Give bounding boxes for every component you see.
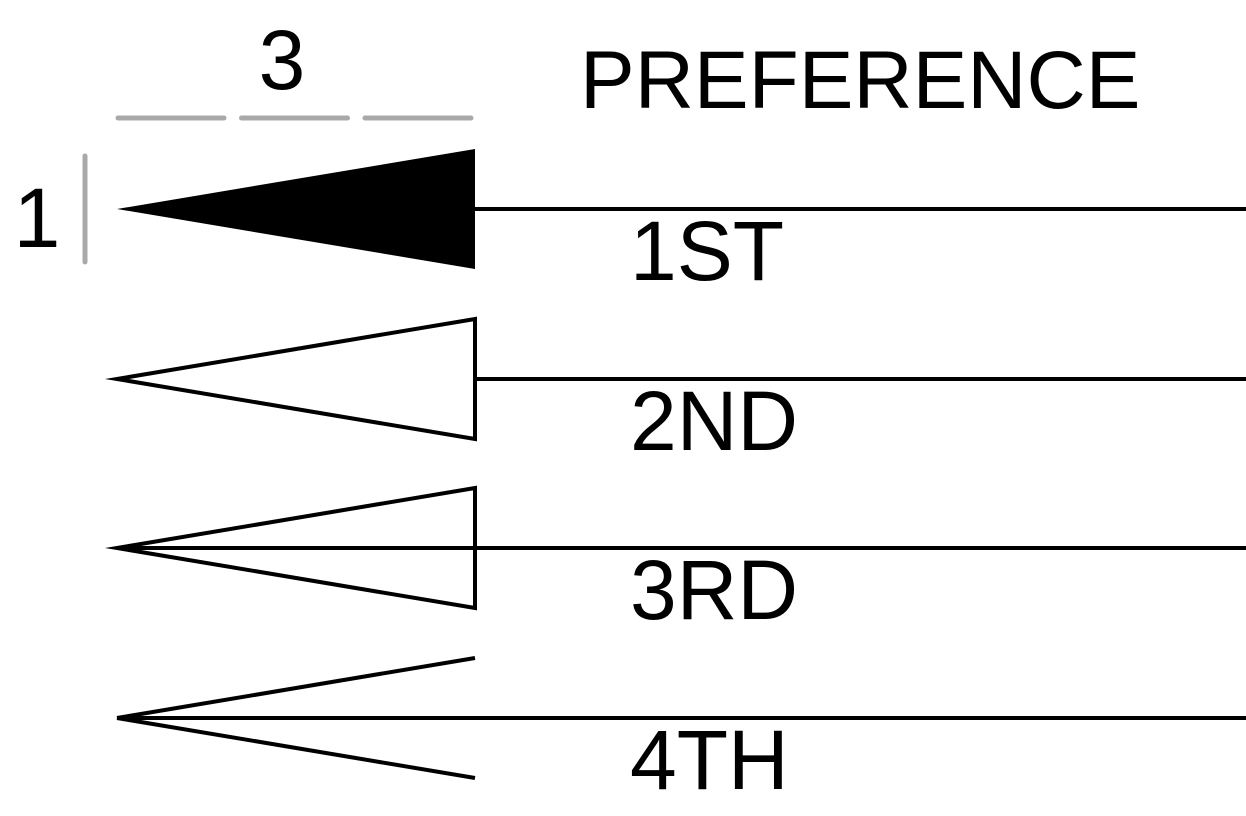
legend-row-2: 2ND — [104, 316, 1246, 468]
preference-rank-label: 2ND — [630, 374, 798, 468]
legend-rows: 1ST 2ND 3RD 4TH — [104, 149, 1246, 807]
diagram-title: PREFERENCE — [580, 35, 1140, 126]
preference-rank-label: 3RD — [630, 543, 798, 637]
preference-rank-label: 4TH — [630, 713, 789, 807]
top-dimension-label: 3 — [259, 13, 306, 107]
arrowhead-outline — [104, 485, 477, 611]
legend-row-1: 1ST — [117, 149, 1246, 298]
legend-row-4: 4TH — [116, 656, 1246, 807]
arrowhead-open-lower-line — [116, 716, 476, 780]
arrowhead-open-upper-line — [116, 656, 476, 720]
left-dimension-label: 1 — [14, 171, 61, 265]
preference-rank-label: 1ST — [630, 204, 784, 298]
arrowhead-filled — [117, 149, 475, 269]
arrowhead-outline — [104, 316, 477, 442]
legend-row-3: 3RD — [104, 485, 1246, 637]
